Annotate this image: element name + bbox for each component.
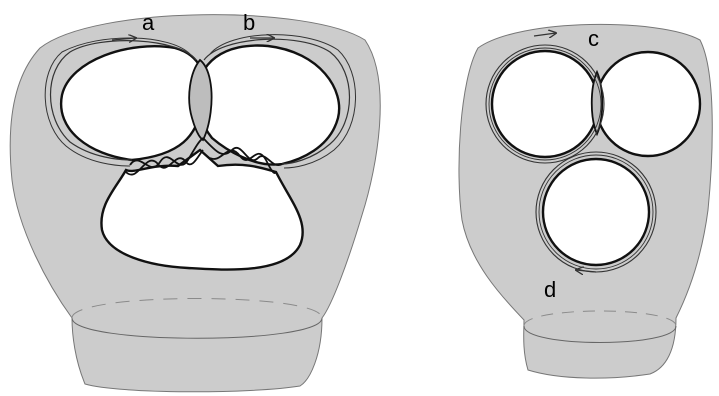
right-hole-right [596,52,700,156]
label-a: a [142,10,155,35]
left-surface: a b [10,10,380,392]
label-d: d [544,277,556,302]
label-b: b [243,10,255,35]
right-surface: c d [459,24,712,378]
right-hole-left [492,51,598,157]
right-hole-bottom [543,159,649,265]
label-c: c [588,26,599,51]
